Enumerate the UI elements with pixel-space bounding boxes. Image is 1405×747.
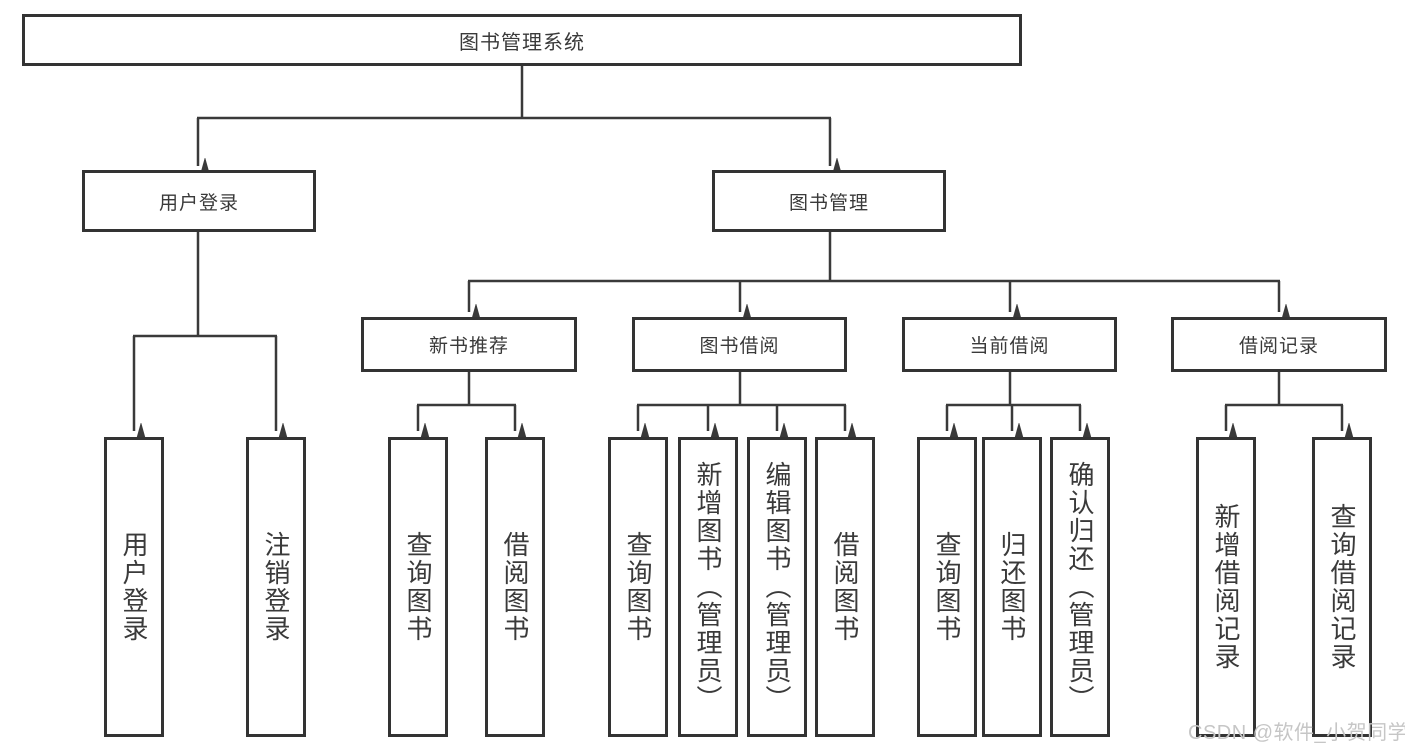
leaf-label: 查询图书 — [403, 531, 433, 643]
leaf-label: 查询图书 — [623, 531, 653, 643]
node-label: 当前借阅 — [969, 336, 1050, 357]
node-label: 用户登录 — [158, 192, 239, 214]
leaf-return-books: 归还图书 — [982, 437, 1042, 737]
leaf-label: 借阅图书 — [500, 531, 530, 643]
leaf-borrow-books-1: 借阅图书 — [485, 437, 545, 737]
node-label: 新书推荐 — [428, 336, 509, 357]
node-book-management: 图书管理 — [712, 170, 946, 232]
node-label: 图书借阅 — [699, 336, 780, 357]
leaf-label: 借阅图书 — [830, 531, 860, 643]
leaf-user-login: 用户登录 — [104, 437, 164, 737]
node-label: 图书管理系统 — [459, 31, 585, 54]
node-library-management-system: 图书管理系统 — [22, 14, 1022, 66]
node-book-borrow: 图书借阅 — [632, 317, 847, 372]
leaf-label: 查询图书 — [932, 531, 962, 643]
node-user-login: 用户登录 — [82, 170, 316, 232]
leaf-label: 注销登录 — [261, 531, 291, 643]
leaf-label: 用户登录 — [119, 531, 149, 643]
leaf-query-books-3: 查询图书 — [917, 437, 977, 737]
node-label: 借阅记录 — [1238, 336, 1319, 357]
leaf-label: 查询借阅记录 — [1327, 503, 1357, 671]
leaf-label: 新增图书（管理员） — [693, 461, 723, 713]
leaf-query-books-1: 查询图书 — [388, 437, 448, 737]
leaf-label: 编辑图书（管理员） — [762, 461, 792, 713]
leaf-add-borrow-record: 新增借阅记录 — [1196, 437, 1256, 737]
csdn-watermark: CSDN @软件_小贺同学 — [1188, 722, 1405, 744]
node-borrow-records: 借阅记录 — [1171, 317, 1387, 372]
leaf-label: 归还图书 — [997, 531, 1027, 643]
leaf-query-books-2: 查询图书 — [608, 437, 668, 737]
node-new-book-recommend: 新书推荐 — [361, 317, 577, 372]
leaf-borrow-books-2: 借阅图书 — [815, 437, 875, 737]
leaf-confirm-return-admin: 确认归还（管理员） — [1050, 437, 1110, 737]
leaf-label: 确认归还（管理员） — [1065, 461, 1095, 713]
leaf-add-books-admin: 新增图书（管理员） — [678, 437, 738, 737]
leaf-query-borrow-record: 查询借阅记录 — [1312, 437, 1372, 737]
leaf-label: 新增借阅记录 — [1211, 503, 1241, 671]
node-current-borrow: 当前借阅 — [902, 317, 1117, 372]
leaf-logout: 注销登录 — [246, 437, 306, 737]
leaf-edit-books-admin: 编辑图书（管理员） — [747, 437, 807, 737]
node-label: 图书管理 — [788, 192, 869, 214]
